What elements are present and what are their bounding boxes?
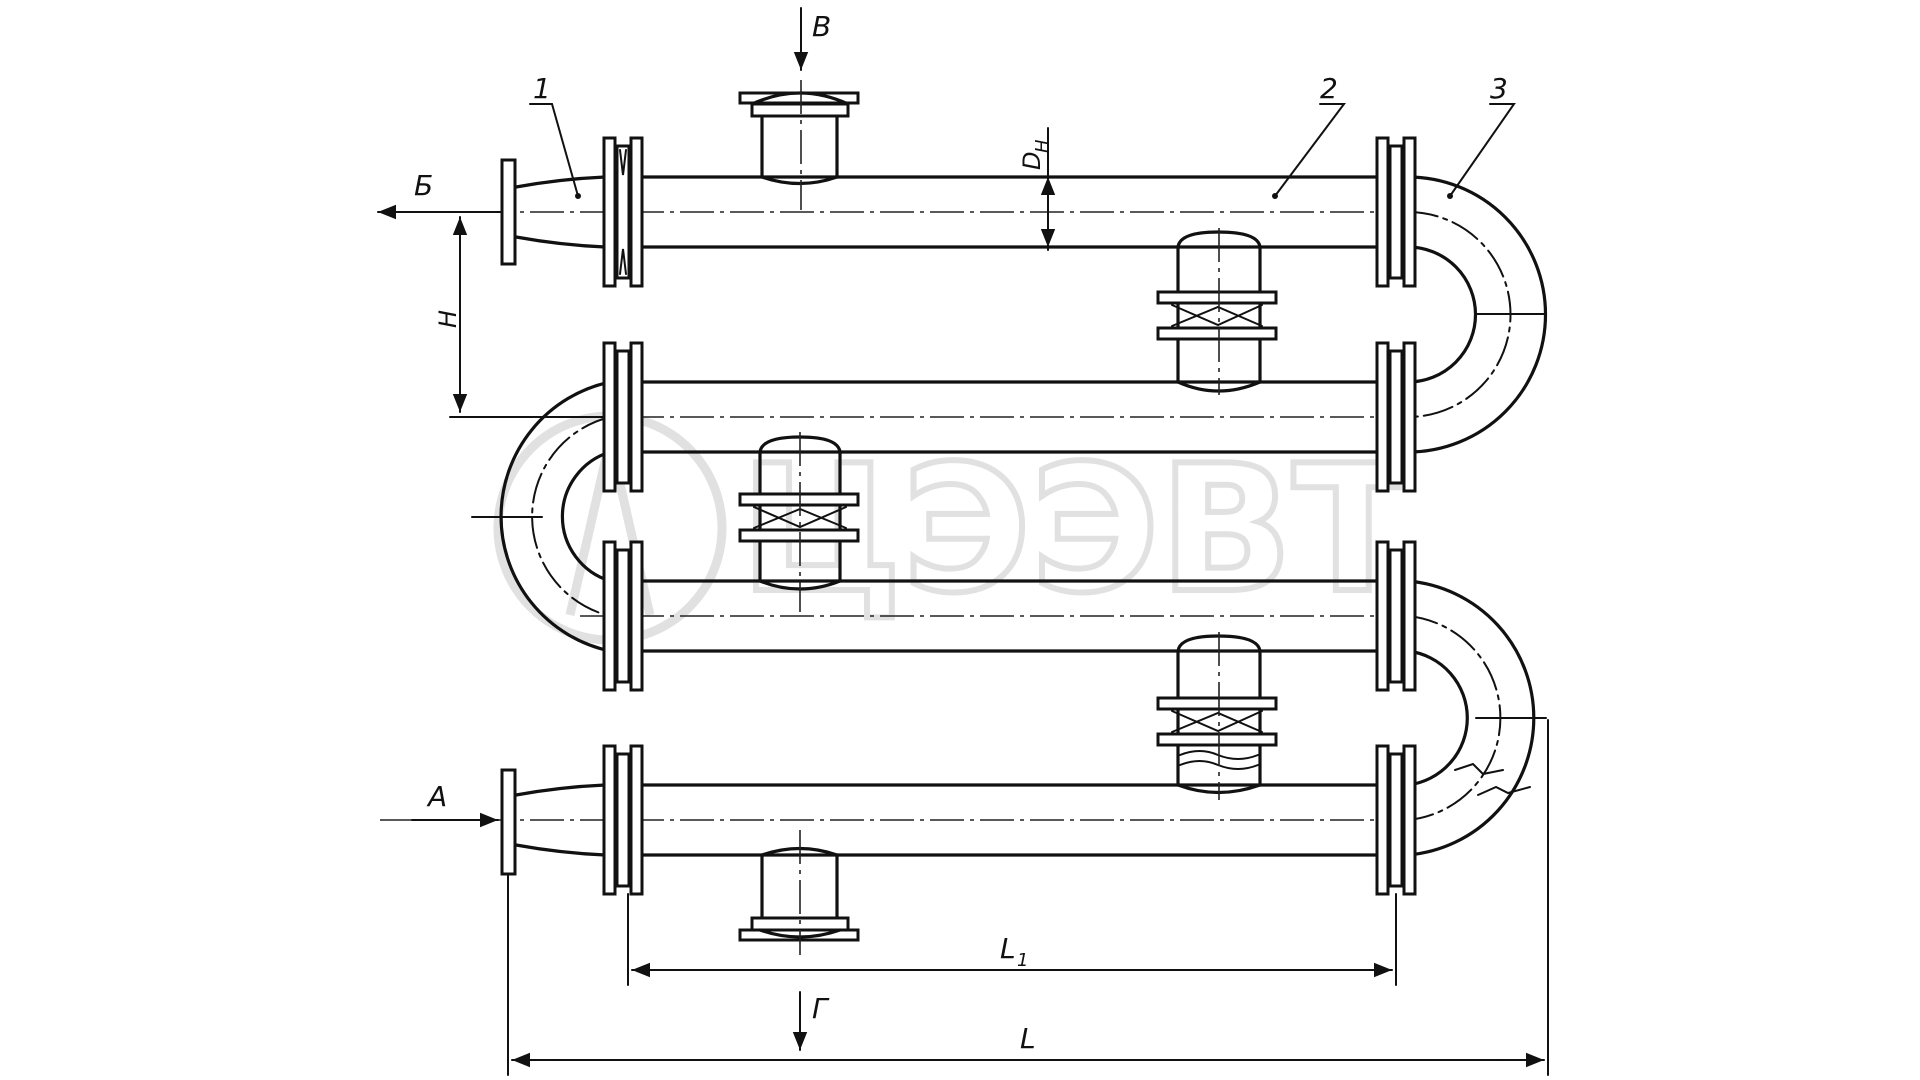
dimension-l1: L 1: [627, 893, 1397, 986]
pipe-row-4: [380, 783, 1420, 857]
flow-arrow-g-outlet: Г: [792, 991, 830, 1051]
nozzle-bottom-outlet-g: [738, 830, 860, 955]
label-dim-l1: L: [1000, 932, 1016, 965]
inlet-reducer-bottom: [500, 768, 607, 876]
u-bend-right-top: ·: [1406, 175, 1548, 454]
pipe-row-3: [580, 579, 1420, 653]
flow-arrow-b-outlet: Б: [377, 169, 503, 220]
nozzle-top-inlet-v: [738, 80, 860, 210]
nozzle-connector-1: [1156, 228, 1278, 395]
dimension-dn: D Н: [1018, 127, 1057, 251]
dimension-h: H: [434, 211, 605, 418]
label-flow-a: А: [426, 780, 447, 813]
pipe-row-1: [380, 175, 1420, 249]
dimension-l: L: [507, 719, 1549, 1076]
label-item-1: 1: [533, 72, 551, 105]
callout-2: 2: [1272, 72, 1346, 199]
flow-arrow-v-inlet: В: [793, 7, 831, 71]
label-dim-dn: D: [1018, 152, 1046, 170]
label-dim-l: L: [1020, 1022, 1036, 1055]
nozzle-connector-2: [738, 432, 860, 612]
flow-arrow-a-inlet: А: [411, 780, 499, 828]
nozzle-connector-3: [1156, 632, 1278, 800]
flanges-right: [1375, 136, 1417, 896]
inlet-reducer-top: [500, 158, 607, 266]
flanges-left: [602, 136, 644, 896]
u-bend-left: [471, 380, 612, 653]
callout-3: 3: [1447, 72, 1516, 199]
u-bend-right-bottom: [1406, 579, 1547, 857]
label-flow-b: Б: [414, 169, 433, 202]
label-dim-dn-sub: Н: [1032, 139, 1053, 153]
label-item-2: 2: [1320, 72, 1338, 105]
callout-1: 1: [529, 72, 581, 199]
label-flow-g: Г: [812, 992, 830, 1025]
label-item-3: 3: [1490, 72, 1508, 105]
label-dim-h: H: [434, 310, 462, 328]
label-dim-l1-sub: 1: [1017, 950, 1028, 971]
label-flow-v: В: [812, 10, 831, 43]
pipe-row-2: [580, 380, 1420, 454]
